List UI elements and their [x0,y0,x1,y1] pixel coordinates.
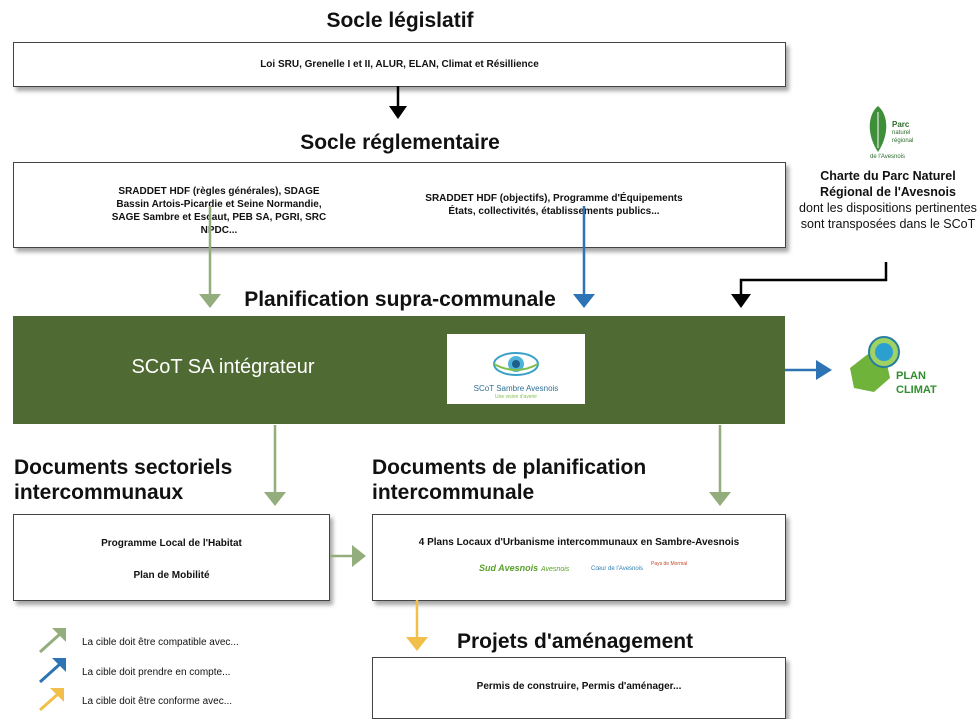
box-projets: Permis de construire, Permis d'aménager.… [372,657,786,719]
plan-climat-logo: PLAN CLIMAT [840,330,938,404]
arrow-plui-to-projets [406,600,428,651]
arrow-scot-to-sectoriels [264,425,286,506]
arrow-scot-to-plan-climat [785,360,832,380]
box-reglementaire-left-text: SRADDET HDF (règles générales), SDAGE Ba… [111,186,327,236]
box-plui-text: 4 Plans Locaux d'Urbanisme intercommunau… [418,537,740,548]
plui-logo-pays-mormal: Pays de Mormal [651,561,688,567]
legend-compatible: La cible doit être compatible avec... [82,637,239,648]
pnr-logo-line4: de l'Avesnois [870,154,906,160]
box-plui: 4 Plans Locaux d'Urbanisme intercommunau… [372,514,786,601]
legend-arrow-prendre-icon [38,658,66,684]
box-projets-text: Permis de construire, Permis d'aménager.… [476,681,682,692]
plan-climat-line1: PLAN [896,370,926,382]
pnr-logo: Parc naturel régional de l'Avesnois [860,100,930,166]
box-sectoriels-line1: Programme Local de l'Habitat [101,538,242,549]
heading-documents-planification: Documents de planification intercommunal… [372,456,647,504]
heading-planification-supra: Planification supra-communale [244,288,556,311]
arrow-reglementaire-green [199,206,221,308]
scot-logo-tagline: Une vision d'avenir [494,394,538,400]
box-socle-legislatif-text: Loi SRU, Grenelle I et II, ALUR, ELAN, C… [260,59,539,70]
legend-arrow-conforme-icon [39,688,64,711]
plan-climat-icon [850,336,900,392]
plui-logos: Sud Avesnois Avesnois Cœur de l'Avesnois… [473,559,703,587]
pnr-leaf-icon [869,106,887,152]
box-reglementaire-right-line1: SRADDET HDF (objectifs), Programme d'Équ… [425,193,683,204]
arrow-legislatif-to-reglementaire [389,86,407,119]
heading-documents-sectoriels: Documents sectoriels intercommunaux [14,456,233,504]
arrow-sectoriels-to-plui [330,545,366,567]
scot-band: SCoT SA intégrateur SCoT Sambre Avesnois… [13,316,785,424]
plan-climat-line2: CLIMAT [896,384,937,396]
charte-body: dont les dispositions pertinentes sont t… [799,201,977,231]
arrow-reglementaire-blue [573,206,595,308]
box-socle-legislatif: Loi SRU, Grenelle I et II, ALUR, ELAN, C… [13,42,786,87]
heading-socle-legislatif: Socle législatif [326,9,474,32]
box-sectoriels-line2: Plan de Mobilité [133,570,210,581]
arrow-charte-to-scot [731,262,888,308]
pnr-logo-line1: Parc [892,120,910,129]
legend-prendre-en-compte: La cible doit prendre en compte... [82,667,231,678]
scot-logo-title: SCoT Sambre Avesnois [473,384,559,393]
heading-projets-amenagement: Projets d'aménagement [457,630,694,653]
plui-logo-sud-avesnois: Sud Avesnois [479,563,539,573]
box-documents-sectoriels: Programme Local de l'Habitat Plan de Mob… [13,514,330,601]
legend-conforme: La cible doit être conforme avec... [82,696,233,707]
heading-socle-reglementaire: Socle réglementaire [300,131,500,154]
arrow-scot-to-plui [709,425,731,506]
charte-text: Charte du Parc Naturel Régional de l'Ave… [796,168,980,232]
plui-logo-avesnois: Avesnois [541,566,570,573]
box-socle-reglementaire: SRADDET HDF (règles générales), SDAGE Ba… [13,162,786,248]
charte-title: Charte du Parc Naturel Régional de l'Ave… [820,169,956,199]
scot-eye-icon [493,352,539,376]
legend-arrow-compatible-icon [38,628,66,654]
box-reglementaire-right-line2: États, collectivités, établissements pub… [448,206,660,217]
pnr-logo-line2: naturel [892,130,911,136]
pnr-logo-line3: régional [892,138,914,144]
scot-label: SCoT SA intégrateur [131,356,315,378]
plui-logo-coeur-avesnois: Cœur de l'Avesnois [591,566,644,572]
scot-logo: SCoT Sambre Avesnois Une vision d'avenir [447,334,585,404]
